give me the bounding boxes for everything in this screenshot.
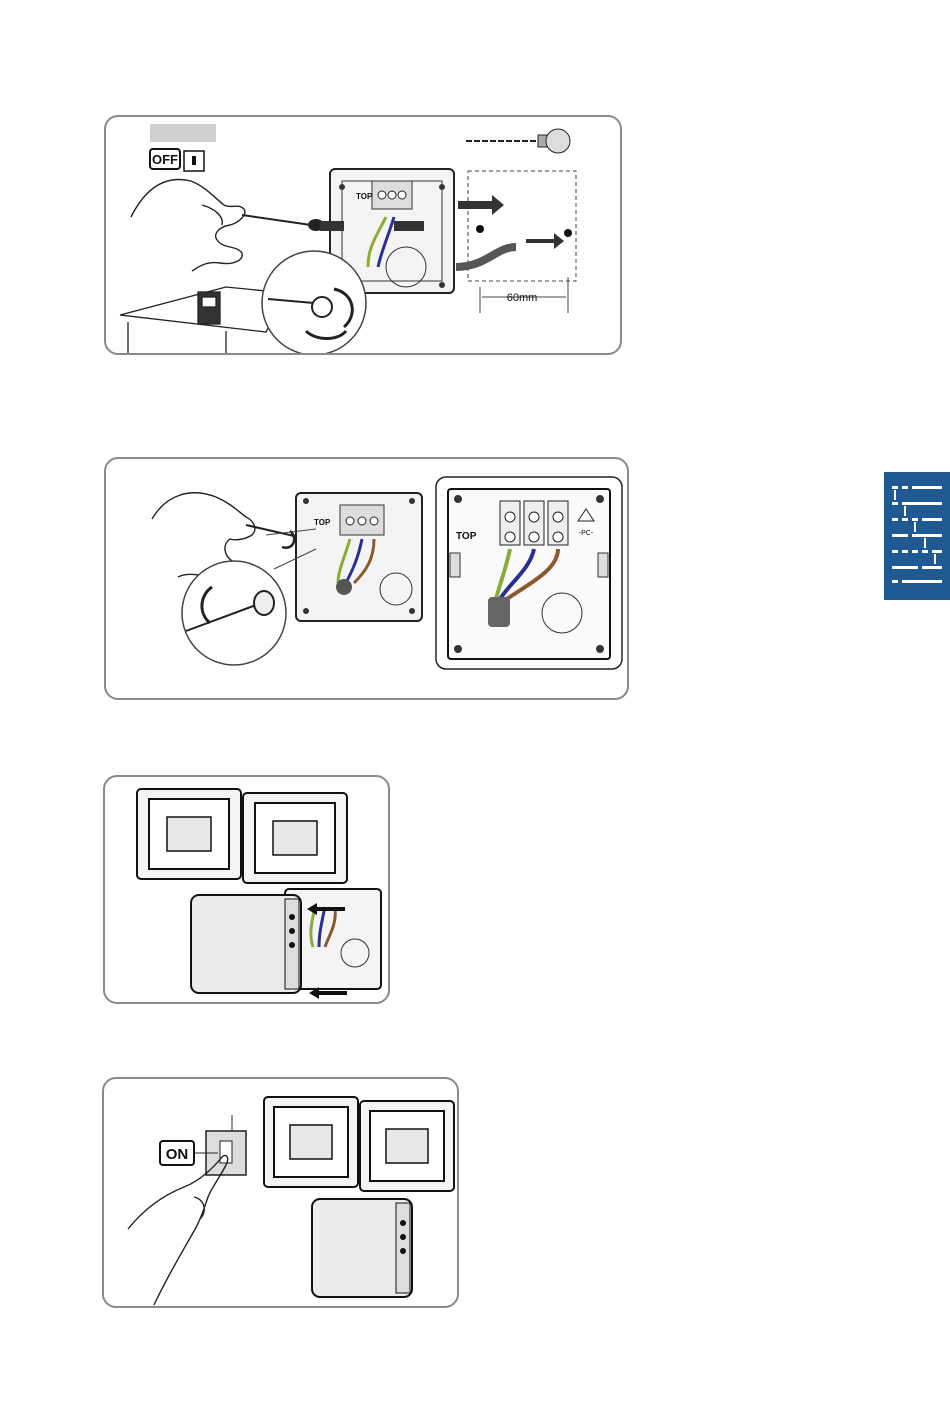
on-label: ON (166, 1146, 189, 1163)
terminal-block-icon: TOP -PC- (436, 477, 622, 669)
step2-illustration: TOP TOP (106, 459, 629, 700)
language-index-tab (884, 472, 950, 600)
language-index-icon (884, 472, 950, 600)
off-switch-icon: OFF (150, 149, 204, 171)
supply-cable (456, 247, 516, 267)
terminal-mark: -PC- (579, 530, 594, 537)
distance-label: 60mm (507, 292, 538, 304)
screw-detail-icon (262, 251, 366, 355)
floodlight-icon (137, 789, 347, 883)
box-top-label: TOP (314, 518, 331, 527)
sensor-unit-icon (191, 895, 301, 993)
step2-panel: TOP TOP (104, 457, 629, 700)
screwdriver-icon (242, 215, 324, 231)
step3-panel (103, 775, 390, 1004)
fuse-box-icon (120, 287, 286, 355)
detail-top-label: TOP (456, 531, 477, 542)
mounting-box-icon: TOP (296, 493, 422, 621)
step1-panel: OFF TOP (104, 115, 622, 355)
wall-plug-icon (458, 195, 572, 249)
step1-illustration: OFF TOP (106, 117, 622, 355)
drill-bit-icon (466, 129, 570, 153)
hand-icon (131, 180, 245, 272)
sensor-unit-icon (312, 1199, 412, 1297)
step4-panel: ON (102, 1077, 459, 1308)
blank-label (150, 124, 216, 142)
off-label: OFF (152, 152, 178, 167)
wall-outline (468, 171, 576, 281)
hand-pressing-switch-icon (128, 1155, 228, 1305)
box-top-label: TOP (356, 192, 373, 201)
step3-illustration (105, 777, 390, 1004)
floodlight-icon (264, 1097, 454, 1191)
distance-dimension: 60mm (480, 277, 568, 313)
step4-illustration: ON (104, 1079, 459, 1308)
